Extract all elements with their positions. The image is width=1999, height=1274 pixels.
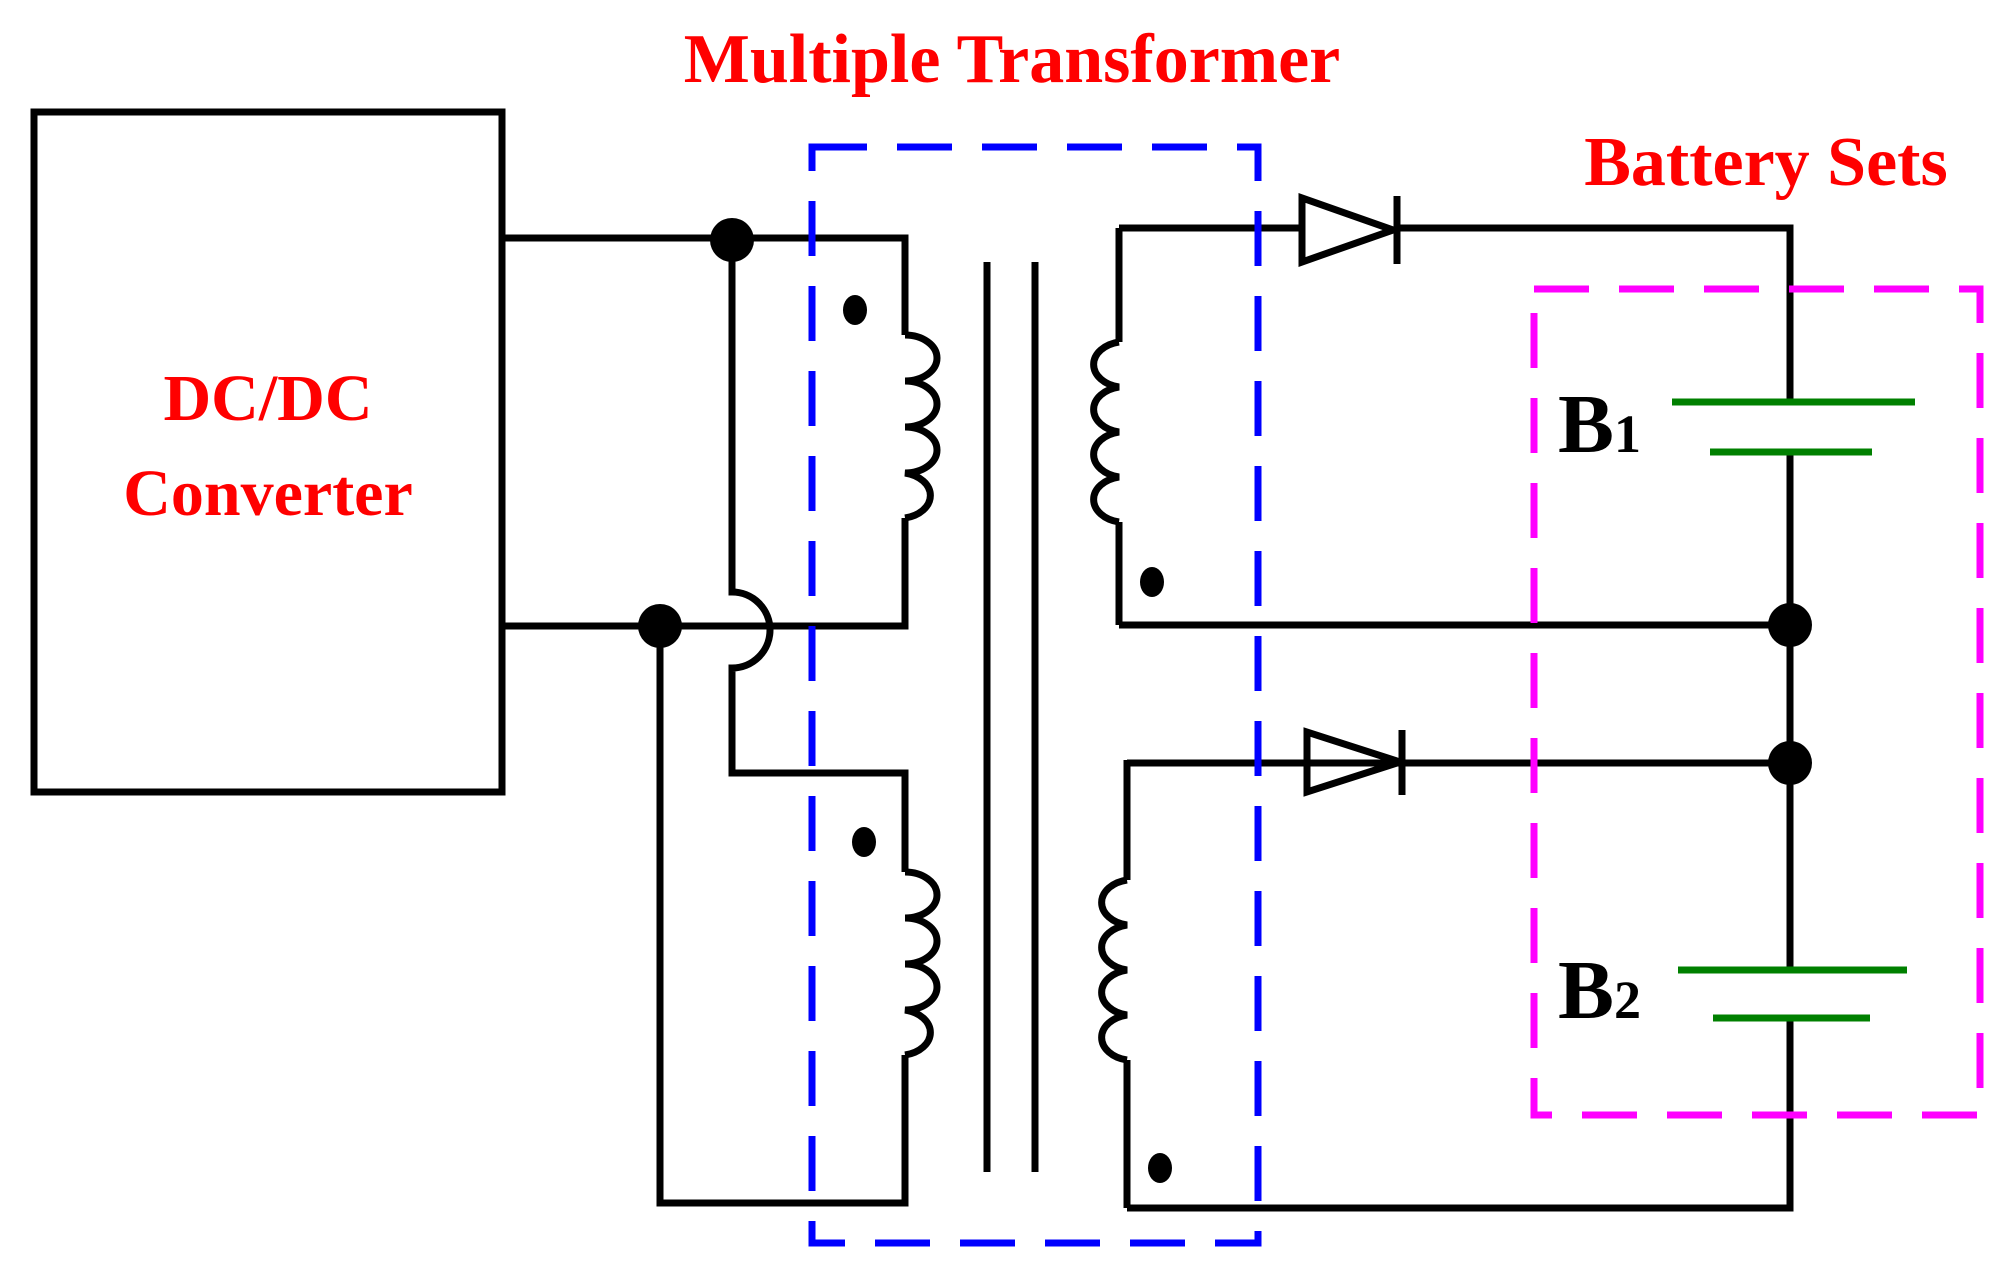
primary-coil-top xyxy=(904,331,941,522)
battery-b1-label: B1 xyxy=(1558,378,1641,471)
polarity-dot xyxy=(1140,567,1164,597)
polarity-dots xyxy=(843,295,1172,1183)
converter-label-line2: Converter xyxy=(123,457,413,530)
junction-node xyxy=(1768,741,1812,785)
battery-dashed-box xyxy=(1530,285,1984,1119)
transformer-core xyxy=(983,262,1039,1172)
diode-top xyxy=(1298,193,1404,267)
polarity-dot xyxy=(843,295,867,325)
junction-nodes xyxy=(638,218,1812,785)
transformer-title: Multiple Transformer xyxy=(684,21,1340,98)
battery-b2 xyxy=(1678,966,1907,1022)
junction-node xyxy=(710,218,754,262)
battery-b1 xyxy=(1672,398,1915,456)
polarity-dot xyxy=(852,827,876,857)
converter-label-line1: DC/DC xyxy=(164,362,373,435)
polarity-dot xyxy=(1148,1153,1172,1183)
secondary-coil-top xyxy=(1090,228,1123,625)
battery-sets-title: Battery Sets xyxy=(1584,124,1948,201)
primary-coil-bottom xyxy=(904,868,941,1059)
transformer-dashed-box xyxy=(808,143,1262,1247)
primary-wiring xyxy=(502,234,909,1207)
diode-bottom xyxy=(1303,727,1412,797)
battery-b2-label: B2 xyxy=(1558,944,1641,1037)
junction-node xyxy=(638,604,682,648)
secondary-coil-bottom xyxy=(1098,760,1131,1208)
dc-dc-converter-block: DC/DC Converter xyxy=(30,108,506,796)
junction-node xyxy=(1768,603,1812,647)
secondary-wiring xyxy=(1119,224,1794,1212)
